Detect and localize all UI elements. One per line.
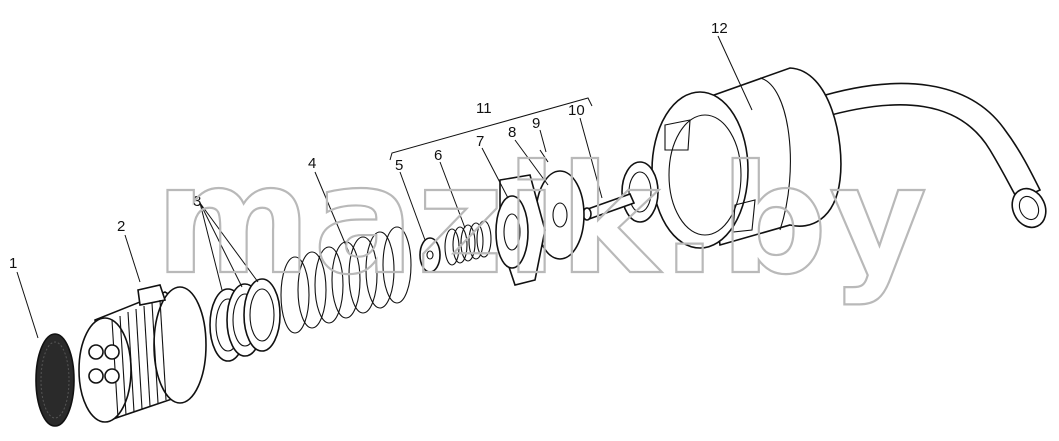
callout-4: 4 bbox=[308, 155, 316, 172]
callout-9: 9 bbox=[532, 115, 540, 132]
callout-12: 12 bbox=[711, 20, 728, 37]
callout-10: 10 bbox=[568, 102, 585, 119]
filter-pleats bbox=[111, 299, 167, 419]
part-9-pin bbox=[539, 149, 636, 221]
callout-labels: 1 2 3 4 5 6 7 8 9 10 11 12 bbox=[9, 20, 728, 272]
callout-6: 6 bbox=[434, 147, 442, 164]
part-5-disc bbox=[419, 237, 441, 273]
watermark-text: mazik.by bbox=[155, 134, 929, 308]
part-3-rings bbox=[209, 278, 281, 362]
callout-8: 8 bbox=[508, 124, 516, 141]
callout-11: 11 bbox=[476, 100, 492, 117]
part-7-flange-plate bbox=[495, 174, 546, 286]
callout-3: 3 bbox=[193, 193, 201, 210]
callout-5: 5 bbox=[395, 157, 403, 174]
part-1-mesh-disc bbox=[35, 333, 75, 427]
part-10-seal-ring bbox=[621, 161, 659, 223]
callout-7: 7 bbox=[476, 133, 484, 150]
part-4-main-spring bbox=[280, 226, 412, 334]
callout-2: 2 bbox=[117, 218, 125, 235]
part-6-small-spring bbox=[444, 220, 492, 266]
callout-1: 1 bbox=[9, 255, 17, 272]
part-8-washer bbox=[535, 170, 585, 260]
part-2-filter-element bbox=[78, 284, 207, 423]
leader-lines bbox=[16, 35, 753, 339]
